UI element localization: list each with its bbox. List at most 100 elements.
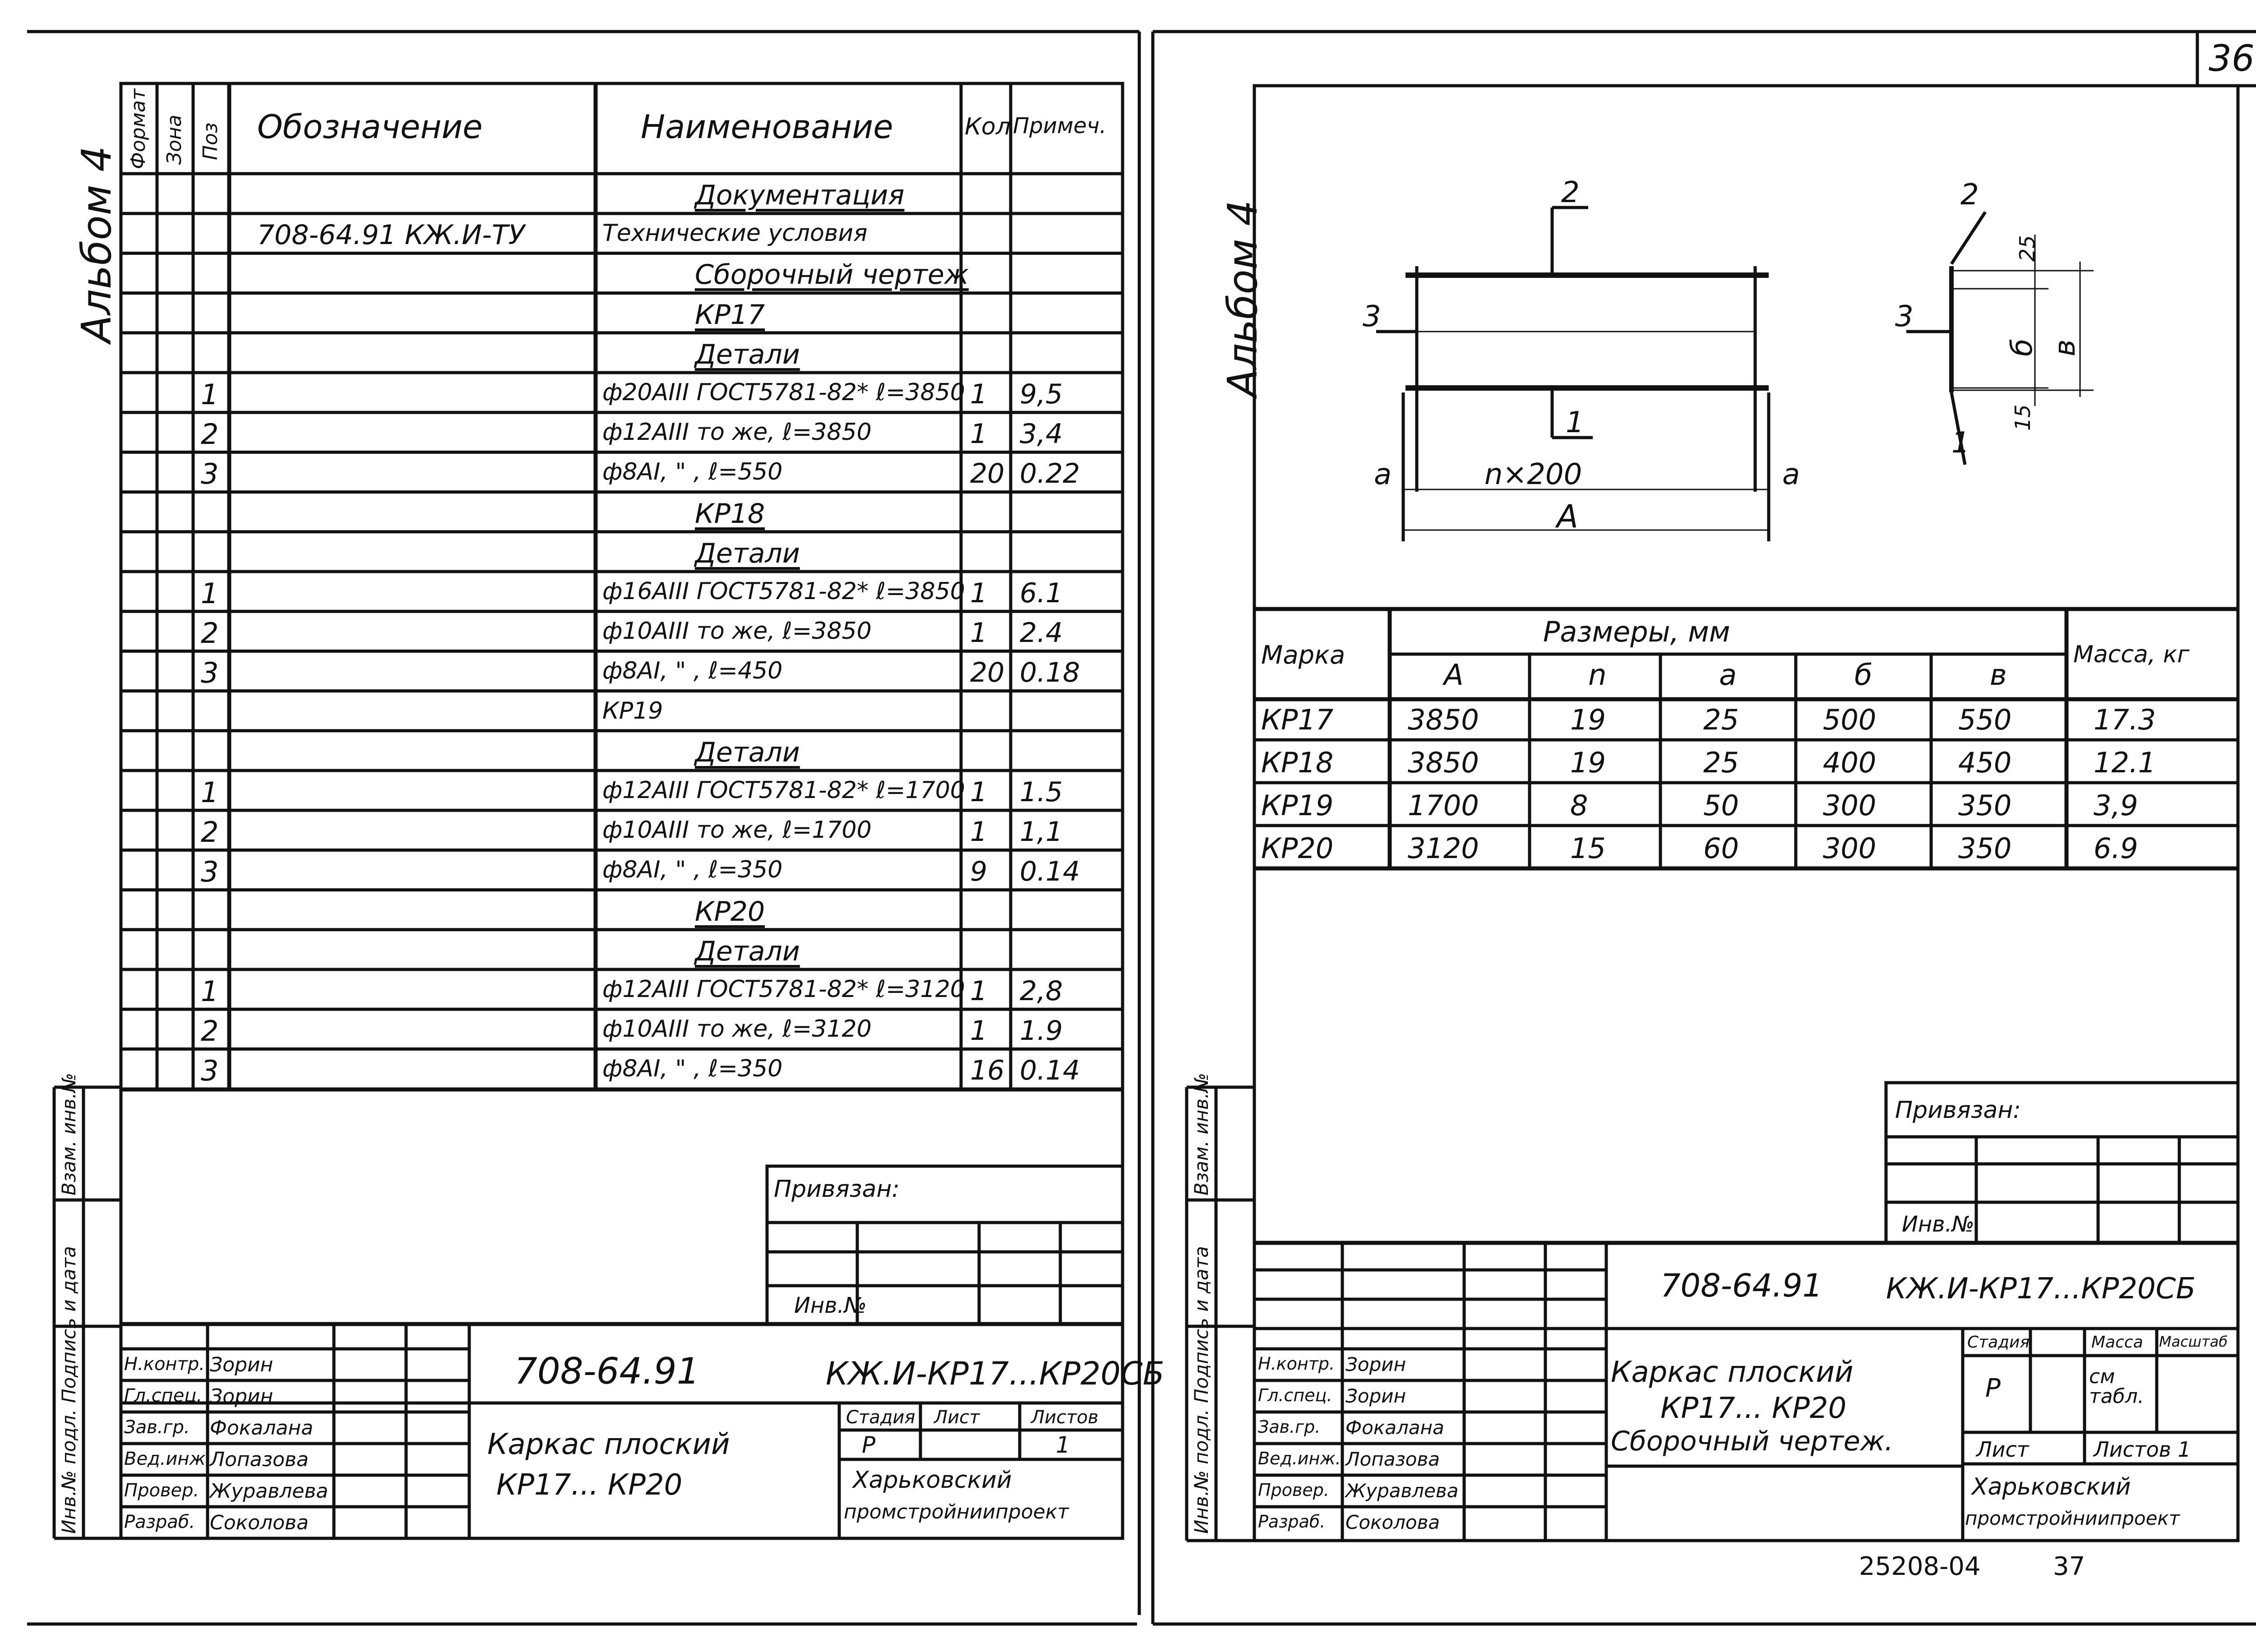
spec-row-qty: 9: [970, 856, 988, 888]
spec-row-qty: 1: [970, 1015, 988, 1047]
spec-row-qty: 1: [970, 577, 988, 609]
spec-row-pos: 3: [201, 855, 219, 889]
mark-cell-a: 25: [1703, 746, 1739, 779]
mark-cell-n: 15: [1570, 832, 1606, 865]
spec-row-qty: 1: [970, 378, 988, 410]
drawing-dim-n: n×200: [1484, 458, 1582, 491]
left-sheets-value: 1: [1056, 1432, 1070, 1458]
left-role: Провер.: [124, 1480, 199, 1501]
left-header-note: Примеч.: [1013, 113, 1107, 138]
right-org1: Харьковский: [1972, 1473, 2131, 1500]
left-sheets-header: Листов: [1031, 1407, 1099, 1428]
right-album-label: Альбом 4: [1219, 200, 1267, 397]
spec-row-note: 9,5: [1020, 378, 1063, 410]
mark-cell-v: 350: [1958, 832, 2012, 865]
left-doc-code: 708-64.91: [514, 1350, 700, 1392]
spec-row-section-title: Детали: [695, 736, 800, 768]
bottom-page: 37: [2053, 1552, 2085, 1581]
right-role: Зав.гр.: [1258, 1417, 1321, 1437]
right-title2: КР17... КР20: [1660, 1392, 1847, 1425]
mark-cell-mark: КР20: [1261, 832, 1334, 865]
spec-row-qty: 1: [970, 816, 988, 848]
spec-row-pos: 1: [201, 577, 219, 610]
mark-cell-mass: 17.3: [2094, 703, 2156, 736]
spec-row-pos: 2: [201, 418, 219, 451]
mark-table-header-sizes: Размеры, мм: [1543, 615, 1730, 648]
left-side-label-sign: Подпись и дата: [58, 1246, 80, 1403]
spec-row-note: 3,4: [1020, 418, 1063, 450]
spec-row-qty: 1: [970, 617, 988, 649]
right-org2: промстройниипроект: [1965, 1507, 2180, 1529]
left-stage-header: Стадия: [846, 1407, 915, 1428]
left-role: Зав.гр.: [124, 1417, 190, 1438]
spec-row-note: 1.9: [1020, 1015, 1063, 1047]
spec-row-name: ф12АIII ГОСТ5781-82* ℓ=3120: [602, 976, 965, 1003]
spec-row-name: ф12АIII то же, ℓ=3850: [602, 419, 872, 446]
spec-row-name: ф12АIII ГОСТ5781-82* ℓ=1700: [602, 777, 965, 804]
right-mass-value: см табл.: [2089, 1365, 2144, 1408]
right-sheet-header: Лист: [1976, 1437, 2029, 1462]
spec-row-name: ф8АI, " , ℓ=450: [602, 657, 783, 685]
drawing-label-3-section: 3: [1895, 300, 1914, 333]
mark-cell-mark: КР19: [1261, 789, 1334, 822]
spec-row-pos: 2: [201, 1015, 219, 1048]
spec-row-section-title: КР17: [695, 299, 765, 331]
spec-row-note: 6.1: [1020, 577, 1063, 609]
left-sheet-header: Лист: [934, 1407, 980, 1428]
right-role-name: Соколова: [1345, 1511, 1440, 1533]
mark-cell-v: 550: [1958, 703, 2012, 736]
mark-cell-a: 60: [1703, 832, 1739, 865]
right-title1: Каркас плоский: [1611, 1356, 1854, 1389]
spec-row-qty: 1: [970, 776, 988, 808]
left-role-name: Лопазова: [210, 1448, 309, 1471]
spec-row-qty: 16: [970, 1055, 1005, 1087]
left-role: Вед.инж.: [124, 1449, 212, 1469]
spec-row-pos: 3: [201, 457, 219, 491]
left-role-name: Зорин: [210, 1385, 273, 1408]
right-stage-header: Стадия: [1967, 1333, 2030, 1352]
right-doc-mark: КЖ.И-КР17...КР20СБ: [1886, 1272, 2196, 1306]
spec-row-name: ф10АIII то же, ℓ=1700: [602, 817, 872, 844]
right-role-name: Журавлева: [1345, 1480, 1459, 1502]
right-role-name: Зорин: [1345, 1385, 1406, 1407]
spec-row-section-title: КР20: [695, 895, 765, 928]
right-role-name: Зорин: [1345, 1353, 1406, 1375]
right-side-label-sign: Подпись и дата: [1190, 1246, 1212, 1403]
page-number: 36: [2209, 37, 2255, 79]
spec-row-name: ф10АIII то же, ℓ=3120: [602, 1015, 872, 1043]
left-org2: промстройниипроект: [844, 1500, 1069, 1523]
left-header-name: Наименование: [641, 108, 893, 146]
spec-row-qty: 20: [970, 657, 1005, 689]
right-role: Вед.инж.: [1258, 1449, 1341, 1468]
left-header-format: Формат: [127, 88, 150, 169]
spec-row-section-title: Детали: [695, 935, 800, 967]
spec-row-pos: 1: [201, 776, 219, 809]
drawing-label-3-main: 3: [1363, 300, 1381, 333]
spec-row-section-title: Детали: [695, 338, 800, 370]
spec-row-note: 2.4: [1020, 617, 1063, 649]
left-stage-value: Р: [862, 1432, 876, 1458]
left-role-name: Фокалана: [210, 1417, 314, 1440]
mark-cell-mark: КР17: [1261, 703, 1334, 736]
spec-row-qty: 1: [970, 418, 988, 450]
drawing-dim-25: 25: [2015, 235, 2039, 262]
left-inv-label: Инв.№: [794, 1293, 867, 1318]
right-inv-label: Инв.№: [1902, 1212, 1974, 1237]
spec-row-note: 0.22: [1020, 458, 1080, 490]
mark-table-subheader: в: [1990, 659, 2007, 692]
spec-row-name: КР19: [602, 697, 663, 724]
right-side-label-inv: Инв.№ подл.: [1190, 1409, 1212, 1534]
spec-row-section-title: КР18: [695, 498, 765, 530]
mark-cell-mark: КР18: [1261, 746, 1334, 779]
left-header-zone: Зона: [163, 115, 186, 165]
spec-row-name: ф8АI, " , ℓ=350: [602, 856, 783, 884]
mark-cell-b: 300: [1823, 832, 1877, 865]
mark-cell-n: 19: [1570, 703, 1606, 736]
left-role-name: Соколова: [210, 1511, 309, 1534]
mark-cell-b: 300: [1823, 789, 1877, 822]
left-role: Н.контр.: [124, 1354, 205, 1375]
spec-row-qty: 20: [970, 458, 1005, 490]
spec-row-note: 2,8: [1020, 975, 1063, 1007]
spec-row-pos: 1: [201, 378, 219, 411]
drawing-dim-v: в: [2048, 339, 2082, 356]
